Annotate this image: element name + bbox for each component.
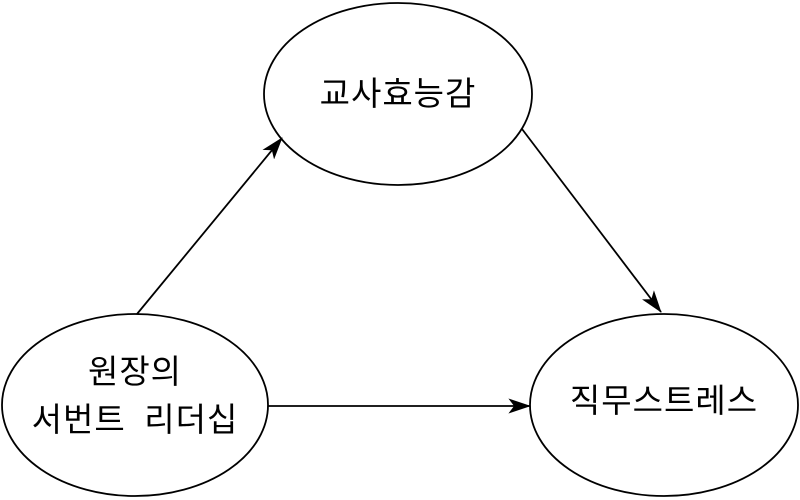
node-teacher-efficacy-ellipse	[263, 2, 533, 186]
node-servant-leadership-label-line1: 원장의	[87, 352, 183, 391]
arrow-leadership-to-efficacy	[136, 137, 283, 315]
node-servant-leadership-ellipse	[1, 313, 269, 497]
node-job-stress-label: 직무스트레스	[569, 381, 759, 420]
node-servant-leadership-label-line2: 서번트 리더십	[31, 400, 239, 439]
node-teacher-efficacy-label: 교사효능감	[319, 74, 477, 113]
arrow-efficacy-to-stress	[521, 128, 662, 313]
node-servant-leadership-label: 원장의 서번트 리더십	[2, 348, 268, 444]
